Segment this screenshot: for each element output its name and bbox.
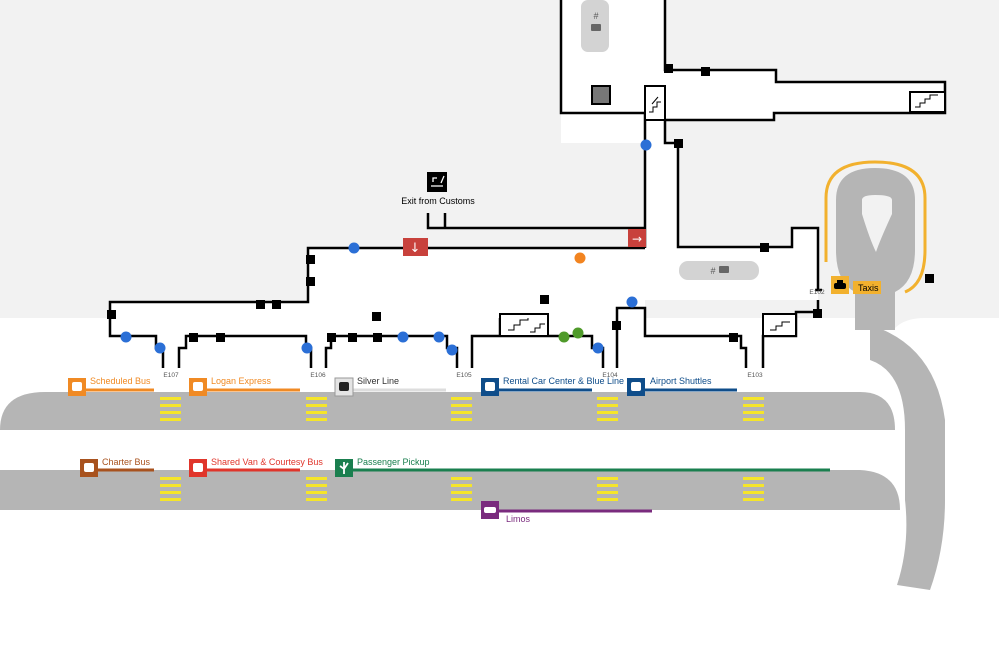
van-icon — [193, 463, 203, 472]
arrow-right-icon: → — [632, 232, 642, 246]
escalator-box-east — [762, 313, 797, 337]
transport-silver-line[interactable]: Silver Line — [334, 376, 446, 397]
road-outer-lane — [0, 470, 900, 510]
green-dot[interactable] — [572, 327, 584, 339]
road-inner-lane — [0, 392, 895, 430]
green-dot[interactable] — [558, 331, 570, 343]
baggage-claim-top-number: # — [593, 11, 598, 21]
transport-passenger-pickup[interactable]: Passenger Pickup — [335, 457, 830, 477]
transport-label: Passenger Pickup — [357, 457, 430, 467]
stairs-icon — [530, 96, 659, 333]
transport-label: Shared Van & Courtesy Bus — [211, 457, 323, 467]
transport-label: Rental Car Center & Blue Line — [503, 376, 624, 386]
luggage-icon — [591, 24, 601, 31]
bus-icon — [84, 463, 94, 472]
arrow-down-icon: ↓ — [410, 241, 421, 256]
transport-taxi[interactable]: Taxis — [831, 276, 881, 294]
customs-officer-glyph — [431, 175, 445, 187]
transport-airport-shuttles[interactable]: Airport Shuttles — [627, 376, 737, 396]
luggage-icon — [719, 266, 729, 273]
transport-logan-express[interactable]: Logan Express — [189, 376, 300, 396]
person-waving-icon — [339, 462, 349, 474]
transport-label: Charter Bus — [102, 457, 151, 467]
car-icon — [484, 507, 496, 513]
transport-charter-bus[interactable]: Charter Bus — [80, 457, 154, 477]
customs-officer-icon — [427, 172, 447, 192]
escalator-box-right — [909, 91, 946, 113]
taxi-loop-outline — [824, 160, 927, 294]
crosswalks — [160, 397, 764, 501]
transport-label: Airport Shuttles — [650, 376, 712, 386]
door-label: E106 — [310, 372, 326, 379]
bus-icon — [631, 382, 641, 391]
door-labels: E107 E106 E105 E104 E103 E102 — [163, 289, 825, 379]
door-label: E103 — [747, 372, 763, 379]
door-label: E107 — [163, 372, 179, 379]
transport-limos[interactable]: Limos — [481, 501, 652, 524]
escalator-box-top — [644, 85, 666, 121]
bus-icon — [485, 382, 495, 391]
door-label: E104 — [602, 372, 618, 379]
transport-label: Limos — [506, 514, 531, 524]
taxi-icon — [834, 283, 846, 289]
elevator-dots — [120, 139, 652, 356]
transport-shared-van[interactable]: Shared Van & Courtesy Bus — [189, 457, 323, 477]
transport-label: Taxis — [858, 283, 879, 293]
exit-down-marker[interactable] — [403, 238, 428, 256]
exit-right-marker[interactable] — [628, 229, 646, 247]
transport-rental-car-blue-line[interactable]: Rental Car Center & Blue Line — [481, 376, 624, 396]
escalator-box-mid — [499, 313, 549, 337]
transport-label: Logan Express — [211, 376, 272, 386]
customs-label: Exit from Customs — [401, 196, 475, 206]
roads — [0, 168, 945, 590]
bus-icon — [72, 382, 82, 391]
transport-label: Silver Line — [357, 376, 399, 386]
bus-icon — [193, 382, 203, 391]
information-dot[interactable] — [574, 252, 586, 264]
transport-scheduled-bus[interactable]: Scheduled Bus — [68, 376, 154, 396]
elevator-box-icon[interactable] — [591, 85, 611, 105]
door-label: E105 — [456, 372, 472, 379]
taxi-loop-inner — [862, 195, 892, 252]
door-markers — [107, 64, 934, 342]
door-label: E102 — [809, 289, 825, 296]
road-curve-right — [870, 325, 945, 590]
escalator-icon — [508, 94, 938, 331]
baggage-claim-mid-number: # — [710, 266, 715, 276]
bus-icon — [339, 382, 349, 391]
transport-label: Scheduled Bus — [90, 376, 151, 386]
